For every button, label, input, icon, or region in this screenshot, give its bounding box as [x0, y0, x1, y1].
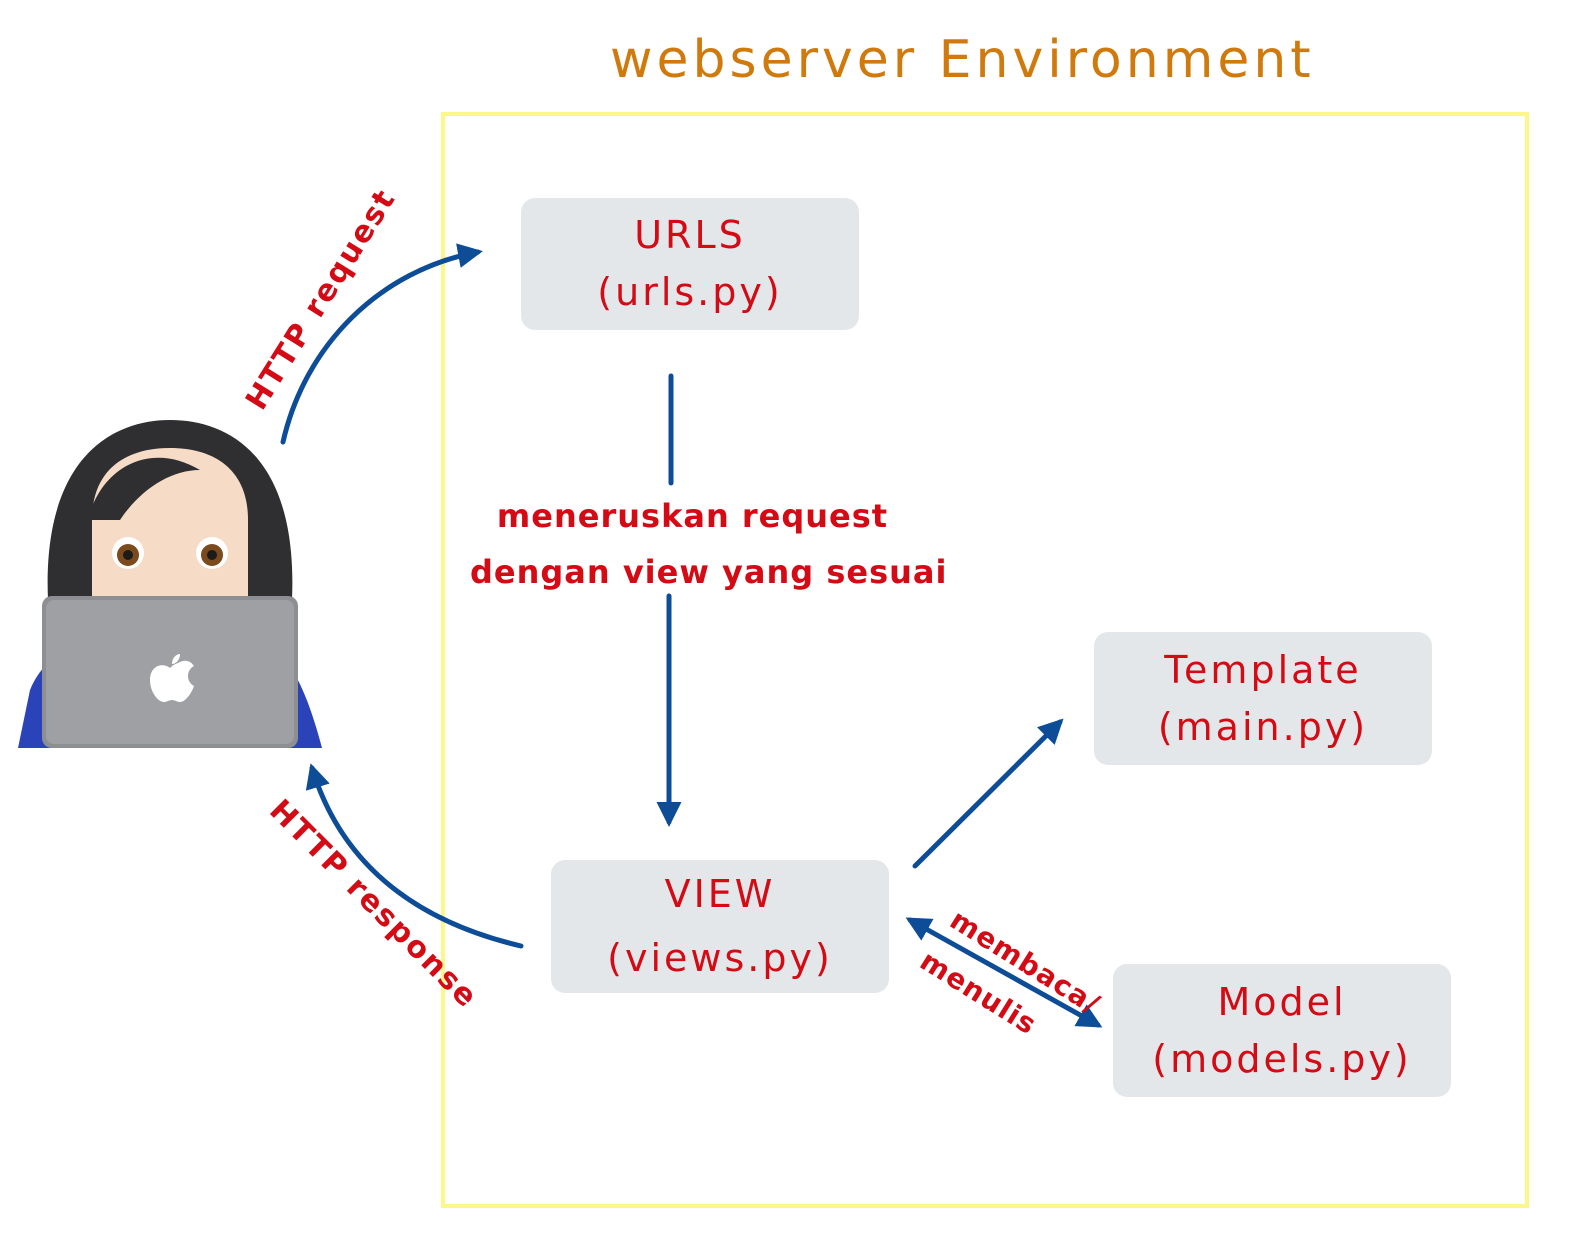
view-to-template-arrow	[912, 718, 1064, 869]
view-node-file: (views.py)	[607, 935, 833, 980]
view-node: VIEW (views.py)	[551, 860, 889, 993]
template-node-title: Template	[1164, 647, 1362, 692]
woman-with-laptop-icon	[18, 420, 322, 748]
diagram-title: webserver Environment	[610, 30, 1315, 90]
urls-node-title: URLS	[634, 213, 746, 257]
forward-label-line1: meneruskan request	[496, 497, 889, 535]
template-node: Template (main.py)	[1094, 632, 1432, 765]
urls-node: URLS (urls.py)	[521, 198, 859, 330]
http-response-label: HTTP response	[262, 793, 485, 1016]
model-node-file: (models.py)	[1152, 1036, 1412, 1081]
http-request-label: HTTP request	[239, 183, 403, 417]
model-node-title: Model	[1217, 979, 1347, 1024]
webserver-environment-box	[441, 112, 1529, 1208]
urls-node-file: (urls.py)	[597, 270, 783, 314]
model-node: Model (models.py)	[1113, 964, 1451, 1097]
forward-request-label: meneruskan request dengan view yang sesu…	[470, 488, 948, 600]
forward-label-line2: dengan view yang sesuai	[470, 553, 948, 591]
view-node-title: VIEW	[664, 872, 776, 917]
view-model-bidirectional-arrow	[905, 917, 1103, 1028]
template-node-file: (main.py)	[1157, 704, 1369, 749]
http-response-arrow	[305, 763, 524, 949]
http-request-arrow	[280, 243, 483, 445]
